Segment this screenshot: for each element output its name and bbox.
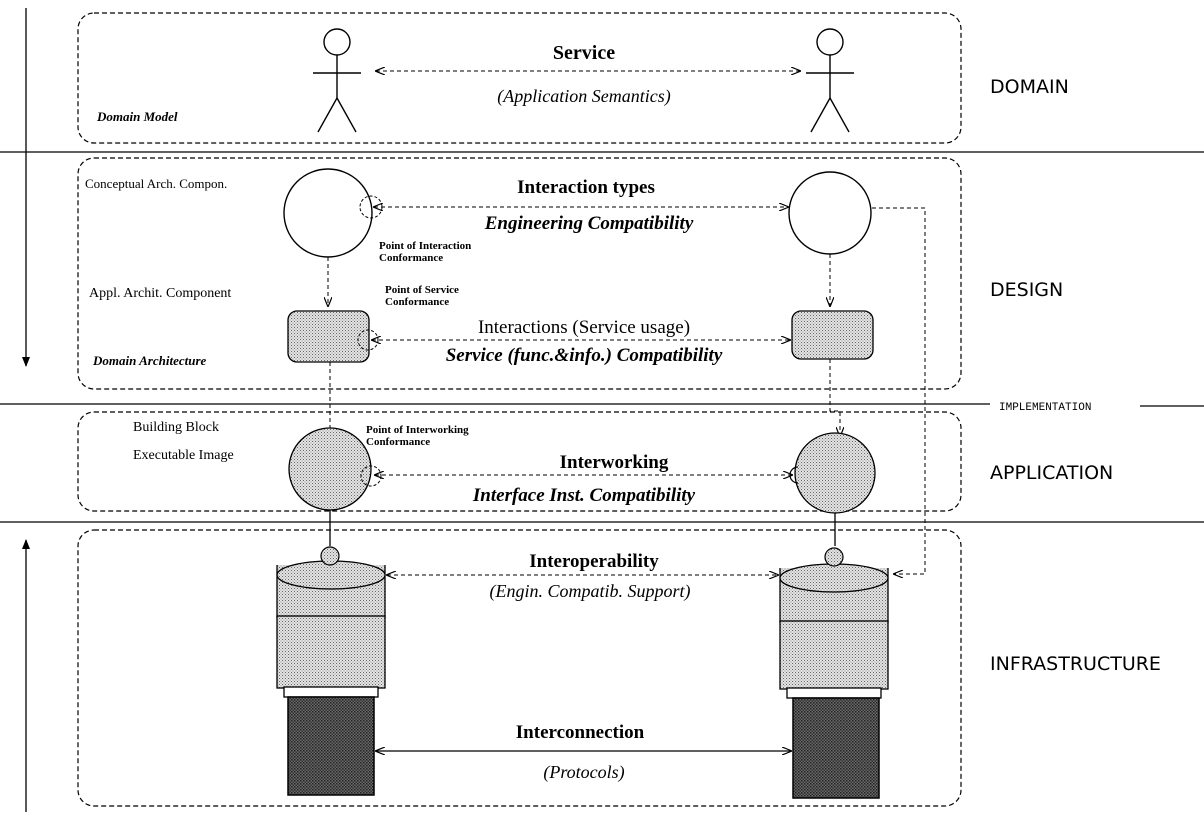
- application-box: [77, 411, 962, 512]
- appl-to-building-block-right: [829, 359, 840, 436]
- layer-label-design: DESIGN: [990, 279, 1063, 301]
- interface-port-left: [320, 546, 340, 566]
- service-subtitle: (Application Semantics): [497, 86, 670, 107]
- appl-component-left: [287, 310, 370, 363]
- interoperability-label: Interoperability: [529, 551, 659, 572]
- appl-component-label: Appl. Archit. Component: [89, 286, 231, 301]
- pos-label-line2: Conformance: [385, 296, 449, 308]
- infrastructure-box: [77, 529, 962, 807]
- poi-label-line2: Conformance: [379, 252, 443, 264]
- building-block-right: [794, 432, 876, 514]
- pos-label-line1: Point of Service: [385, 284, 459, 296]
- engineering-routing-line: [872, 207, 926, 574]
- poiw-label-line2: Conformance: [366, 436, 430, 448]
- interconnection-label: Interconnection: [516, 722, 645, 743]
- domain-model-label: Domain Model: [96, 109, 178, 124]
- interworking-socket-right: [789, 466, 799, 484]
- service-compatibility-label: Service (func.&info.) Compatibility: [446, 345, 723, 366]
- layer-label-implementation: IMPLEMENTATION: [999, 402, 1091, 414]
- layer-label-infrastructure: INFRASTRUCTURE: [990, 653, 1161, 675]
- layer-label-domain: DOMAIN: [990, 76, 1069, 98]
- interaction-types-label: Interaction types: [517, 177, 655, 198]
- network-block-left: [287, 696, 375, 796]
- service-label: Service: [553, 42, 615, 64]
- conceptual-component-left: [283, 168, 373, 258]
- building-block-left: [288, 427, 372, 511]
- engineering-compatibility-label: Engineering Compatibility: [484, 213, 694, 234]
- poiw-label-line1: Point of Interworking: [366, 424, 469, 436]
- conceptual-component-label: Conceptual Arch. Compon.: [85, 176, 227, 191]
- interface-port-right: [824, 547, 844, 567]
- middleware-cylinder-left: [276, 560, 386, 698]
- actor-left-icon: [313, 28, 361, 133]
- layer-label-application: APPLICATION: [990, 462, 1113, 484]
- appl-component-right: [791, 310, 874, 360]
- building-block-label: Building Block: [133, 420, 219, 435]
- conceptual-component-right: [788, 171, 872, 255]
- design-box: [77, 157, 962, 390]
- middleware-cylinder-right: [779, 563, 889, 699]
- actor-right-icon: [806, 28, 854, 133]
- network-block-right: [792, 697, 880, 799]
- protocols-label: (Protocols): [543, 762, 624, 783]
- executable-image-label: Executable Image: [133, 448, 234, 463]
- domain-box: [77, 12, 962, 144]
- interactions-label: Interactions (Service usage): [478, 317, 690, 338]
- interworking-label: Interworking: [560, 452, 669, 473]
- poi-label-line1: Point of Interaction: [379, 240, 471, 252]
- engin-support-label: (Engin. Compatib. Support): [490, 581, 691, 602]
- interface-compatibility-label: Interface Inst. Compatibility: [472, 485, 696, 506]
- domain-architecture-label: Domain Architecture: [92, 353, 207, 368]
